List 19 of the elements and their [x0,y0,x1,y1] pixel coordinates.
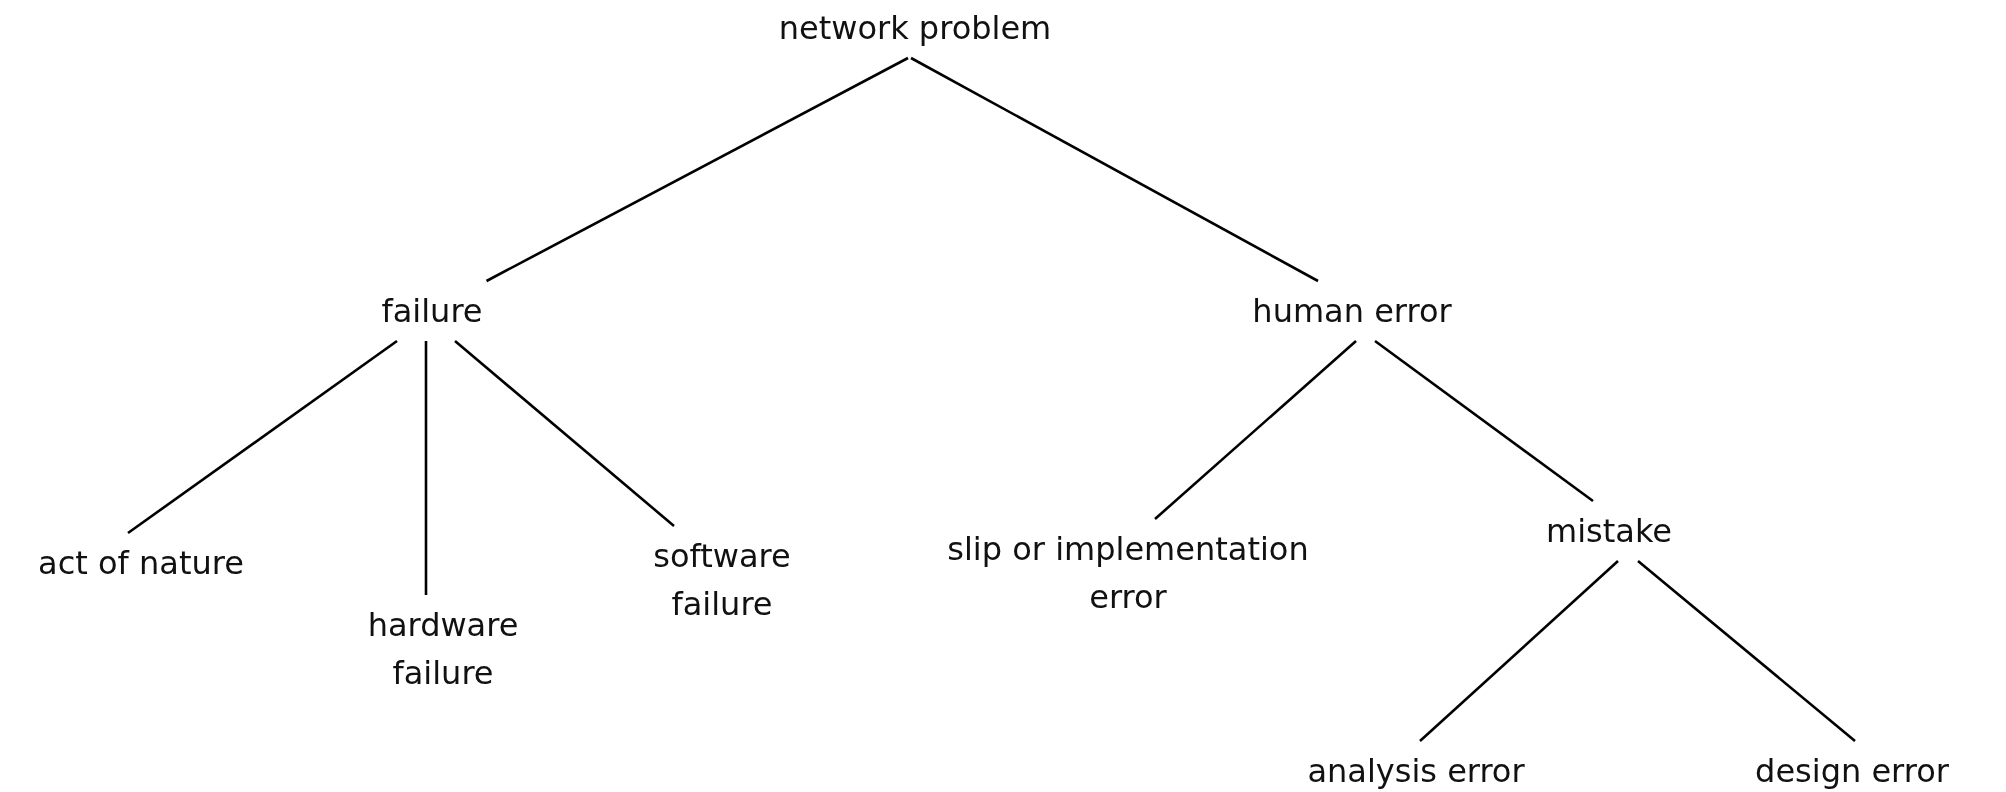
connector-line [1374,339,1594,503]
node-label: failure [381,291,483,332]
connector-line [424,341,428,595]
node-label: design error [1755,751,1949,792]
connector-line [910,56,1319,283]
node-label: network problem [778,8,1052,49]
connector-line [127,339,398,535]
node-label: act of nature [38,543,244,584]
connector-line [485,56,909,283]
connector-line [454,340,675,527]
node-label: human error [1252,291,1452,332]
node-label: analysis error [1307,751,1525,792]
node-label: hardware failure [366,605,520,694]
node-label: software failure [652,536,792,625]
connector-line [1637,560,1856,742]
connector-line [1419,560,1619,742]
node-label: mistake [1546,511,1672,552]
connector-line [1154,340,1357,520]
node-label: slip or implementation error [946,529,1310,618]
